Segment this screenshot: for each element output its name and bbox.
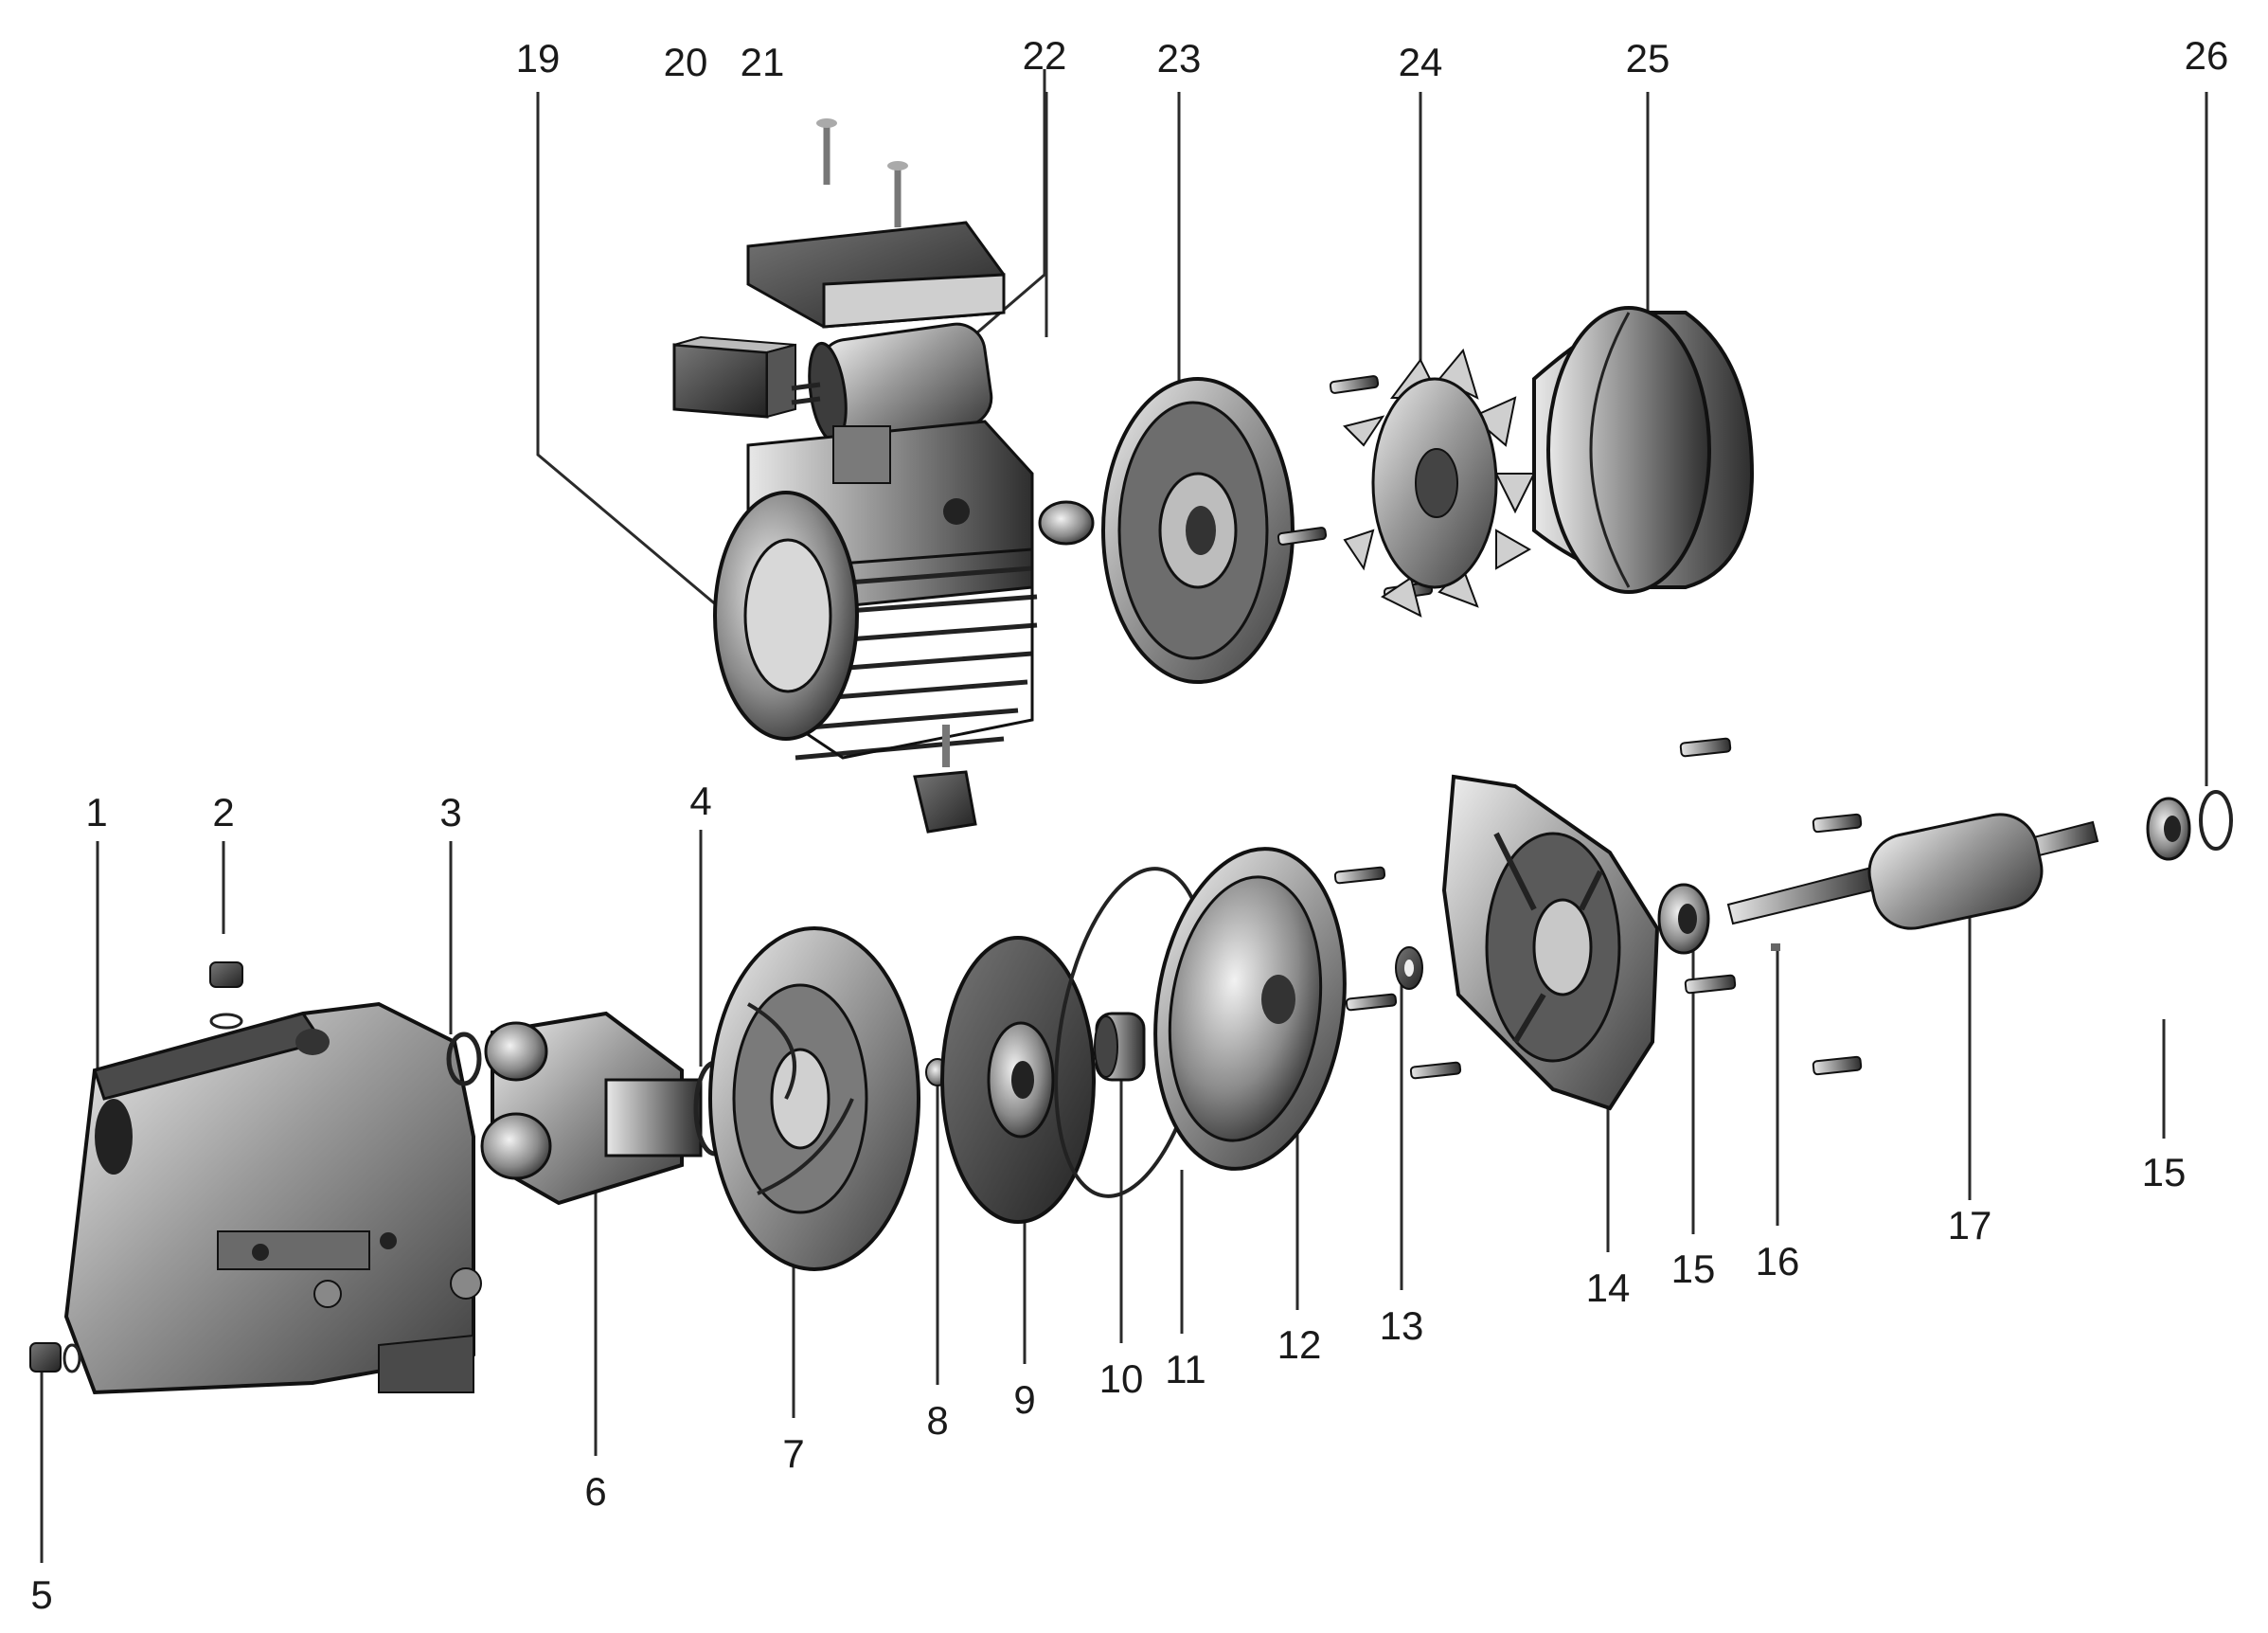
part-label-3: 3 [439,790,462,834]
o-ring-small [446,1032,482,1086]
mechanical-seal [1094,1012,1146,1082]
venturi-diffuser [480,1011,703,1206]
part-label-15-front: 15 [1670,1247,1716,1291]
part-label-1: 1 [85,790,108,834]
part-label-5: 5 [30,1572,53,1617]
bearing-front [1657,883,1710,955]
fill-plug [209,961,243,1030]
motor-bearing [1038,500,1095,546]
motor-bracket [1441,774,1660,1111]
part-label-17: 17 [1947,1203,1992,1247]
part-label-22: 22 [1022,33,1067,78]
part-label-6: 6 [584,1469,607,1514]
part-label-12: 12 [1277,1322,1322,1367]
pump-body [63,1001,482,1395]
bracket-screws [1333,737,1863,1080]
guide-vane [708,926,920,1271]
part-label-16: 16 [1755,1239,1800,1283]
drain-plug [29,1342,81,1373]
part-label-24: 24 [1398,40,1443,84]
bearing-rear [2146,797,2191,861]
part-label-26: 26 [2184,33,2229,78]
wave-washer [2199,790,2233,851]
terminal-box-cover [746,118,1006,329]
part-label-19: 19 [515,36,561,81]
motor-housing [713,420,1038,834]
part-label-11: 11 [1165,1347,1206,1391]
part-label-14: 14 [1585,1265,1631,1310]
impeller [940,936,1096,1224]
part-label-9: 9 [1013,1377,1036,1422]
fan-cover [1532,306,1755,594]
rotor-shaft [1726,813,2099,930]
part-label-21: 21 [740,40,785,84]
pump-cover [1153,847,1347,1171]
terminal-block [672,335,796,419]
part-label-2: 2 [212,790,235,834]
part-label-4: 4 [689,779,712,823]
part-label-23: 23 [1156,36,1202,81]
cooling-fan [1343,348,1536,618]
part-label-25: 25 [1625,36,1670,81]
part-label-7: 7 [782,1431,805,1476]
part-label-8: 8 [926,1398,949,1443]
shaft-key [1771,943,1780,951]
motor-end-cover [1101,377,1295,684]
water-slinger [1395,946,1423,990]
capacitor [791,322,993,443]
part-label-10: 10 [1098,1356,1144,1401]
part-label-13: 13 [1379,1303,1424,1348]
part-label-15-rear: 15 [2141,1150,2187,1194]
part-label-20: 20 [663,40,708,84]
